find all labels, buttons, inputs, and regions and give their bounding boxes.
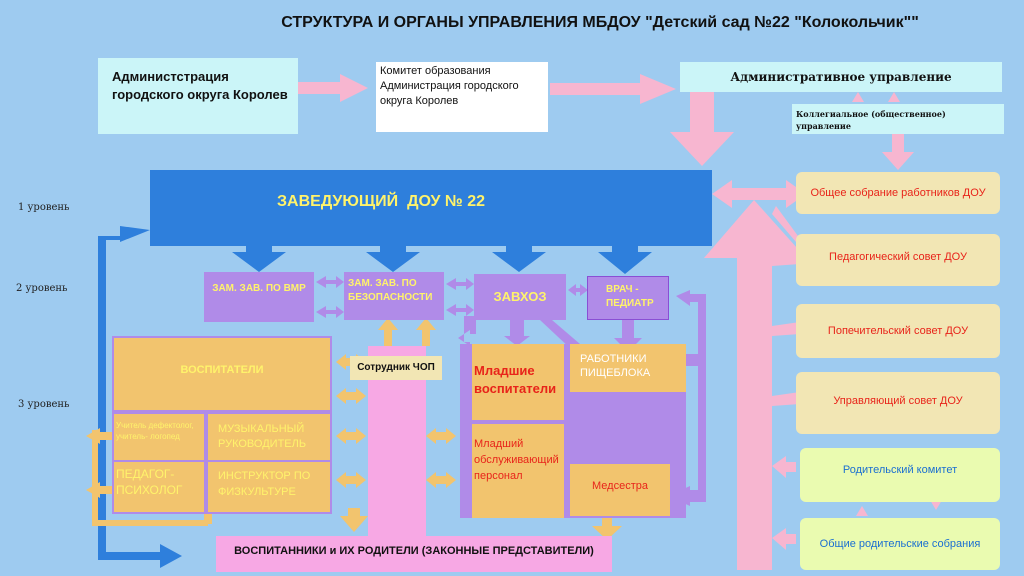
arrow-down-icon: [592, 516, 622, 540]
council-pedagogical: Педагогический совет ДОУ: [796, 234, 1000, 286]
council-governing: Управляющий совет ДОУ: [796, 372, 1000, 434]
council-trustees: Попечительский совет ДОУ: [796, 304, 1000, 358]
arrow-left-icon: [772, 392, 800, 406]
chop-box: Сотрудник ЧОП: [350, 356, 442, 380]
page-title: СТРУКТУРА И ОРГАНЫ УПРАВЛЕНИЯ МБДОУ "Дет…: [281, 14, 919, 31]
arrow-down-icon: [670, 92, 734, 166]
junior-edu-box: Младшие воспитатели: [472, 344, 564, 420]
arrow-down-icon: [882, 134, 914, 170]
arrow-down-icon: [366, 246, 420, 272]
arrow-double-icon: [336, 472, 366, 488]
arrow-down-icon: [340, 508, 368, 532]
deputy-security-box: ЗАМ. ЗАВ. ПО БЕЗОПАСНОСТИ: [344, 272, 444, 320]
arrow-left-icon: [772, 206, 798, 242]
educators-box: ВОСПИТАТЕЛИ: [114, 338, 330, 410]
arrow-double-icon: [446, 304, 474, 316]
arrow-left-icon: [686, 354, 704, 366]
doctor-box: ВРАЧ - ПЕДИАТР: [587, 276, 669, 320]
head-box: ЗАВЕДУЮЩИЙ ДОУ № 22: [150, 170, 712, 246]
arrow-double-icon: [568, 284, 588, 296]
zavhoz-box: ЗАВХОЗ: [474, 274, 566, 320]
arrow-double-icon: [446, 278, 474, 290]
arrow-right-icon: [298, 74, 368, 102]
level-1-label: 1 уровень: [18, 202, 70, 213]
arrow-down-icon: [492, 246, 546, 272]
committee-box: Комитет образования Администрация городс…: [376, 62, 548, 132]
arrow-double-icon: [772, 456, 796, 478]
admin-mgmt-box: Административное управление: [680, 62, 1002, 92]
arrow-down-icon: [598, 246, 652, 274]
nurse-box: Медсестра: [570, 464, 670, 516]
arrow-left-icon: [458, 316, 476, 346]
council-parents-meetings: Общие родительские собрания: [800, 518, 1000, 570]
pe-box: ИНСТРУКТОР ПО ФИЗКУЛЬТУРЕ: [208, 462, 330, 512]
music-box: МУЗЫКАЛЬНЫЙ РУКОВОДИТЕЛЬ: [208, 414, 330, 460]
arrow-down-icon: [930, 500, 942, 510]
arrow-double-icon: [336, 428, 366, 444]
pupils-parents-box: ВОСПИТАННИКИ и ИХ РОДИТЕЛИ (ЗАКОННЫЕ ПРЕ…: [216, 536, 612, 572]
arrow-double-icon: [712, 180, 806, 208]
arrow-left-icon: [668, 290, 706, 506]
arrow-up-icon: [856, 506, 868, 516]
arrow-double-icon: [426, 472, 456, 488]
deputy-vmr-box: ЗАМ. ЗАВ. ПО ВМР: [204, 272, 314, 322]
arrow-left-icon: [772, 322, 800, 336]
bracket-line: [92, 430, 98, 524]
teacher-defect-box: Учитель дефектолог, учитель- логопед: [114, 414, 204, 460]
arrow-double-icon: [772, 528, 796, 550]
junior-service-box: Младший обслуживающий персонал: [472, 424, 564, 518]
bracket-line: [92, 520, 208, 526]
arrow-right-icon: [98, 544, 182, 568]
arrow-right-icon: [540, 320, 580, 350]
level-3-label: 3 уровень: [18, 399, 70, 410]
kitchen-box: РАБОТНИКИ ПИЩЕБЛОКА: [570, 344, 686, 392]
arrow-double-icon: [336, 388, 366, 404]
arrow-up-icon: [378, 318, 398, 346]
arrow-up-icon: [888, 92, 900, 102]
arrow-down-icon: [504, 320, 530, 346]
council-parents-committee: Родительский комитет: [800, 448, 1000, 502]
council-general-meeting: Общее собрание работников ДОУ: [796, 172, 1000, 214]
arrow-up-icon: [704, 200, 806, 570]
arrow-down-icon: [232, 246, 286, 272]
arrow-left-icon: [772, 252, 800, 266]
psych-box: ПЕДАГОГ-ПСИХОЛОГ: [114, 462, 204, 512]
admin-city-box: Администстрация городского округа Короле…: [98, 58, 298, 134]
arrow-up-icon: [852, 92, 864, 102]
collegial-box: Коллегиальное (общественное) управление: [792, 104, 1004, 134]
arrow-double-icon: [316, 306, 344, 318]
arrow-double-icon: [316, 276, 344, 288]
arrow-double-icon: [426, 428, 456, 444]
arrow-left-icon: [98, 226, 150, 560]
level-2-label: 2 уровень: [16, 283, 68, 294]
arrow-right-icon: [550, 74, 676, 104]
arrow-up-icon: [416, 318, 436, 346]
